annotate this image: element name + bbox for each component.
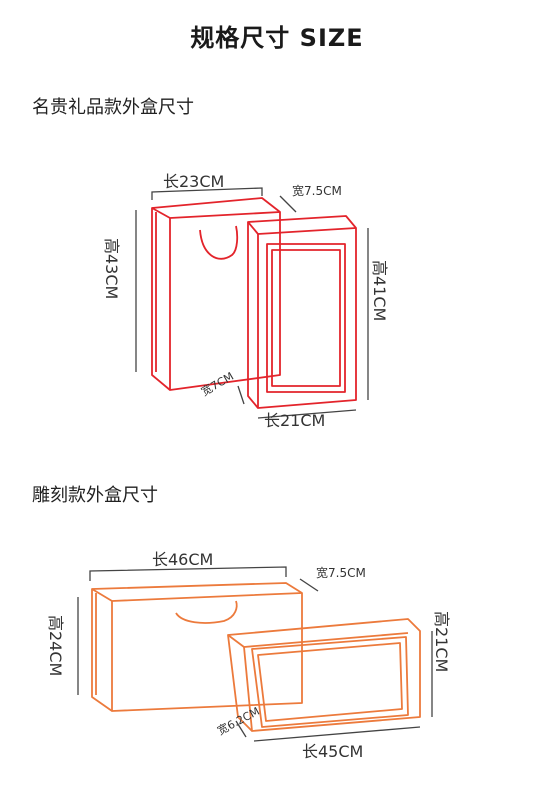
bag-handle-icon <box>175 600 238 624</box>
bag-length-label: 长23CM <box>163 172 224 191</box>
bag-length-label: 长46CM <box>152 550 213 569</box>
box-width-label: 宽6.2CM <box>215 704 262 738</box>
box-width-label: 宽7CM <box>199 369 236 399</box>
carved-box-outline <box>227 618 421 732</box>
box-length-dimension <box>253 726 421 742</box>
carved-bag-outline <box>91 582 303 712</box>
box-width-dimension <box>235 720 247 738</box>
bag-length-dimension <box>151 187 263 200</box>
carved-box-diagram: 长46CM 宽7.5CM 高24CM 高21CM 长45CM 宽6.2CM <box>46 550 451 761</box>
bag-width-label: 宽7.5CM <box>316 565 366 580</box>
bag-length-dimension <box>89 566 287 581</box>
bag-width-dimension <box>299 578 319 592</box>
box-length-label: 长21CM <box>264 411 325 430</box>
box-length-dimension <box>257 409 357 419</box>
bag-handle-icon <box>199 225 239 260</box>
bag-height-label: 高24CM <box>46 615 65 676</box>
bag-height-label: 高43CM <box>102 238 121 299</box>
bag-width-label: 宽7.5CM <box>292 183 342 198</box>
bag-width-dimension <box>279 195 297 213</box>
gift-box-diagram: 长23CM 宽7.5CM 高43CM 高41CM 长21CM 宽7CM <box>102 172 389 430</box>
box-height-label: 高21CM <box>432 611 451 672</box>
gift-bag-outline <box>151 197 281 391</box>
box-height-label: 高41CM <box>370 260 389 321</box>
section-title-carved: 雕刻款外盒尺寸 <box>32 485 158 506</box>
gift-box-outline <box>247 215 357 409</box>
section-title-gift: 名贵礼品款外盒尺寸 <box>32 97 194 118</box>
page-title: 规格尺寸 SIZE <box>190 24 364 52</box>
box-length-label: 长45CM <box>302 742 363 761</box>
box-width-dimension <box>237 385 245 405</box>
